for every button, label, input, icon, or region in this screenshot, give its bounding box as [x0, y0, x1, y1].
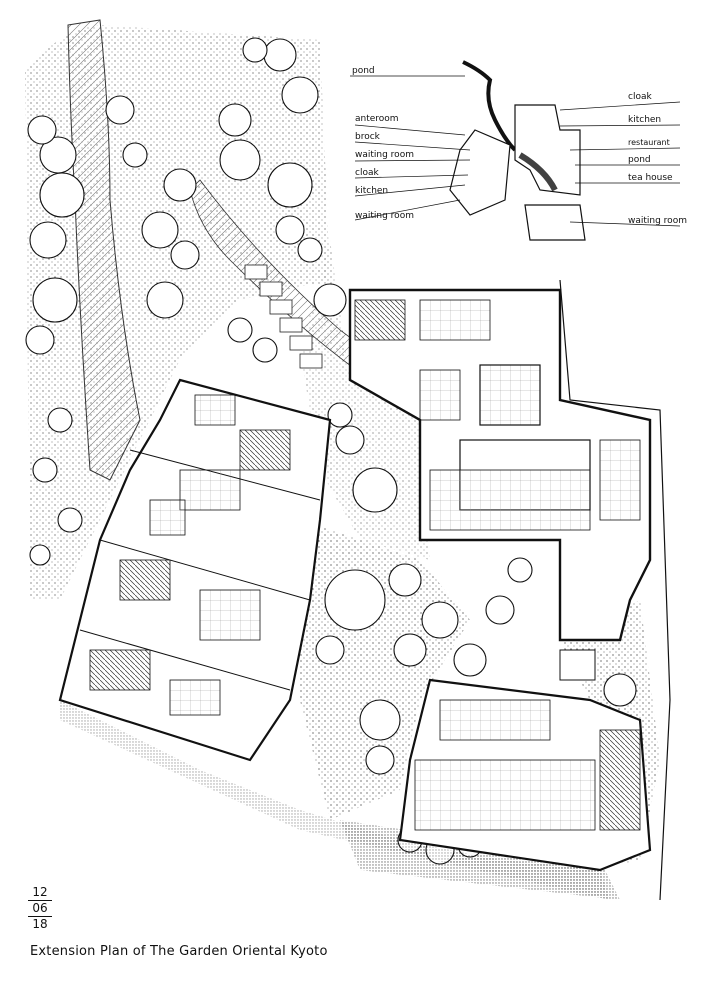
key-label-kitchen-right: kitchen [628, 115, 661, 125]
left-wing-building [58, 378, 332, 762]
key-label-cloak-left: cloak [355, 168, 379, 178]
key-label-waiting-room-right: waiting room [628, 216, 687, 226]
date-year: 18 [32, 917, 48, 931]
trees [25, 37, 637, 865]
key-label-tea-house: tea house [628, 173, 673, 183]
key-plan-sketch [449, 60, 586, 241]
drawing-caption: Extension Plan of The Garden Oriental Ky… [30, 944, 328, 959]
key-label-waiting-room-1: waiting room [355, 150, 414, 160]
key-label-brock: brock [355, 132, 381, 142]
key-label-waiting-room-2: waiting room [355, 211, 414, 221]
key-plan-labels-left [350, 75, 471, 221]
key-label-anteroom: anteroom [355, 114, 399, 124]
key-label-restaurant: restaurant [628, 138, 670, 147]
key-label-kitchen-left: kitchen [355, 186, 388, 196]
restaurant-building [348, 288, 652, 642]
key-label-pond: pond [352, 66, 375, 76]
site-boundary-hatch [60, 700, 610, 900]
stepping-stones [244, 264, 323, 369]
drawing-date: 12 06 18 [28, 885, 52, 932]
site-boundary-line [559, 279, 671, 901]
key-label-cloak-right: cloak [628, 92, 652, 102]
key-plan-labels-right [559, 101, 681, 227]
date-day: 12 [28, 885, 52, 901]
date-month: 06 [28, 901, 52, 917]
tea-house-building [398, 649, 652, 872]
key-label-pond-right: pond [628, 155, 651, 165]
